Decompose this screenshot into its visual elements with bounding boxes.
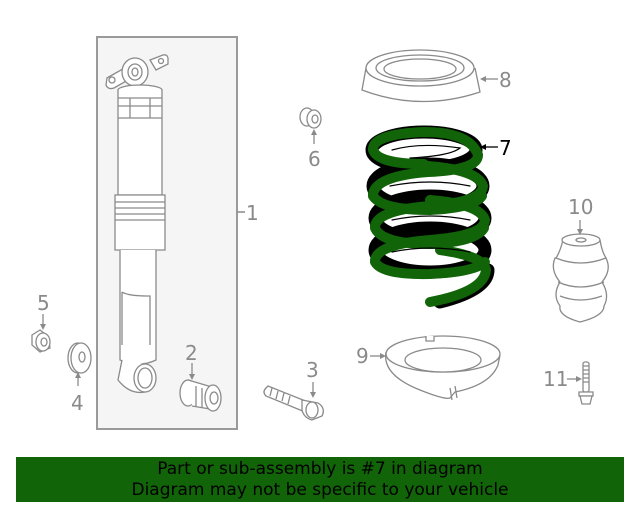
svg-text:7: 7: [499, 136, 512, 160]
part-10-bump-stop[interactable]: [552, 233, 609, 323]
part-6-nut[interactable]: [299, 107, 322, 129]
callout-6[interactable]: 6: [308, 129, 321, 171]
part-9-lower-insulator[interactable]: [385, 335, 501, 401]
callout-10[interactable]: 10: [568, 195, 593, 235]
part-2-bushing[interactable]: [179, 379, 222, 412]
info-banner: Part or sub-assembly is #7 in diagram Di…: [16, 457, 624, 502]
part-3-bolt[interactable]: [263, 385, 324, 421]
svg-text:1: 1: [246, 201, 259, 225]
parts-diagram: 1 2 3 4 5: [31, 36, 609, 430]
callout-5[interactable]: 5: [37, 291, 50, 330]
part-4-washer[interactable]: [67, 342, 92, 374]
shock-absorber-group[interactable]: [96, 36, 238, 430]
banner-line-disclaimer: Diagram may not be specific to your vehi…: [131, 480, 509, 500]
callout-11[interactable]: 11: [543, 367, 582, 391]
callout-3[interactable]: 3: [306, 358, 319, 398]
svg-text:6: 6: [308, 147, 321, 171]
callout-1[interactable]: 1: [237, 201, 259, 225]
callout-2[interactable]: 2: [185, 341, 198, 380]
part-5-nut[interactable]: [31, 329, 51, 353]
svg-text:4: 4: [71, 391, 84, 415]
callout-7[interactable]: 7: [480, 136, 512, 160]
svg-text:10: 10: [568, 195, 593, 219]
svg-text:8: 8: [499, 68, 512, 92]
svg-text:3: 3: [306, 358, 319, 382]
svg-text:5: 5: [37, 291, 50, 315]
svg-text:9: 9: [356, 344, 369, 368]
part-7-coil-spring[interactable]: [365, 125, 495, 309]
svg-text:2: 2: [185, 341, 198, 365]
callout-8[interactable]: 8: [480, 68, 512, 92]
part-8-upper-insulator[interactable]: [361, 49, 481, 103]
callout-4[interactable]: 4: [71, 372, 84, 415]
callout-9[interactable]: 9: [356, 344, 386, 368]
part-11-bolt[interactable]: [578, 361, 594, 405]
banner-line-part-number: Part or sub-assembly is #7 in diagram: [157, 459, 483, 479]
svg-text:11: 11: [543, 367, 568, 391]
